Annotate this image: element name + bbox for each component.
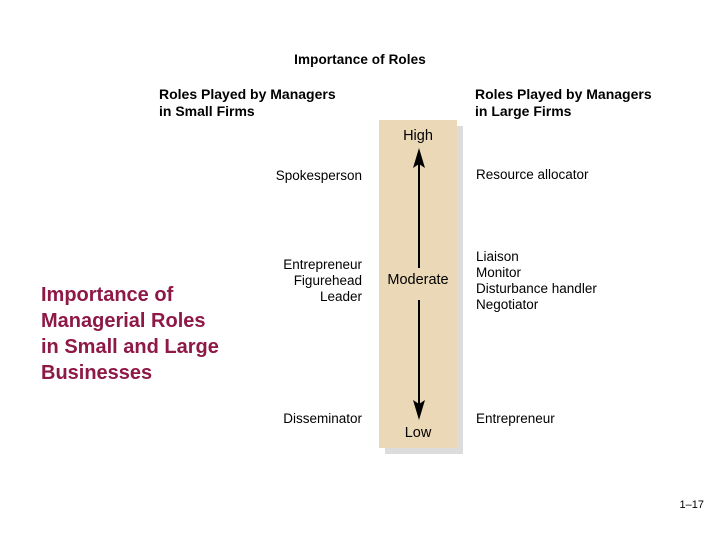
role-group-large-high: Resource allocator xyxy=(476,167,589,182)
importance-scale-panel: High Moderate Low xyxy=(379,120,457,448)
chart-title: Importance of Roles xyxy=(294,52,426,67)
role-group-large-low: Entrepreneur xyxy=(476,411,555,426)
page-number: 1–17 xyxy=(679,499,704,511)
scale-label-moderate: Moderate xyxy=(387,272,449,288)
role-group-small-low: Disseminator xyxy=(283,411,362,426)
slide-heading: Importance of Managerial Roles in Small … xyxy=(41,284,219,384)
column-header-small-firms: Roles Played by Managers in Small Firms xyxy=(159,86,336,119)
role-group-small-high: Spokesperson xyxy=(275,168,362,183)
scale-label-low: Low xyxy=(404,425,432,441)
scale-label-high: High xyxy=(403,128,433,144)
role-group-large-moderate: Liaison Monitor Disturbance handler Nego… xyxy=(476,249,597,312)
column-header-large-firms: Roles Played by Managers in Large Firms xyxy=(475,86,652,119)
importance-arrow-icon xyxy=(413,148,425,420)
role-group-small-moderate: Entrepreneur Figurehead Leader xyxy=(283,257,362,304)
